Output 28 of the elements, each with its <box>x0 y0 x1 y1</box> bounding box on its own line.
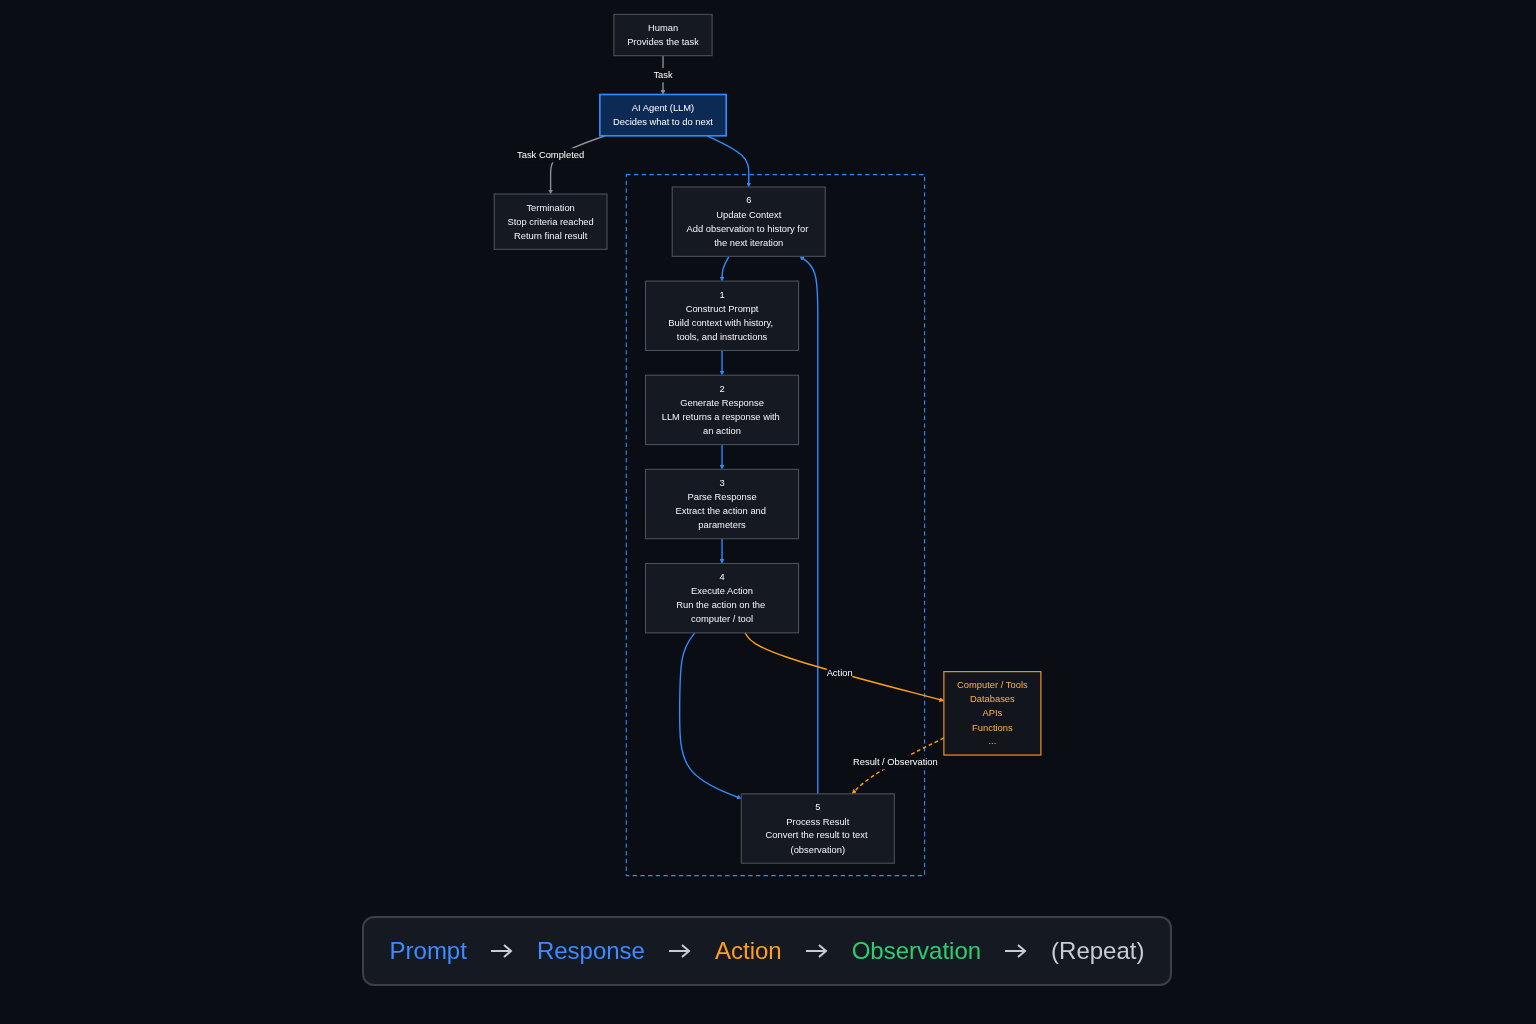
step-word: Observation <box>851 937 982 965</box>
node-box: 6 Update Context Add observation to history for the next iteration <box>672 186 827 257</box>
node-box: AI Agent (LLM) Decides what to do next <box>599 93 728 137</box>
node-box: 3 Parse Response Extract the action and parameters <box>645 468 800 540</box>
step-word: Action <box>714 937 782 965</box>
edge-label: Action <box>827 668 854 679</box>
step-word: Prompt <box>389 937 467 965</box>
arrow <box>744 632 945 702</box>
node-box: 5 Process Result Convert the result to text (observation) <box>741 793 896 864</box>
node-box: 4 Execute Action Run the action on the computer / tool <box>645 562 800 634</box>
node-box: Termination Stop criteria reached Return final result <box>494 193 608 250</box>
arrow <box>720 255 731 282</box>
arrow <box>679 632 742 800</box>
node-box: 1 Construct Prompt Build context with history, tools, and instructions <box>645 280 800 351</box>
node-box: 2 Generate Response LLM returns a response with an action <box>645 374 800 446</box>
arrow <box>720 349 725 376</box>
node-box: Human Provides the task <box>613 13 714 57</box>
edge-label: Task Completed <box>517 149 585 161</box>
step-word: (Repeat) <box>1051 937 1145 965</box>
arrow <box>720 538 725 564</box>
arrow <box>661 55 666 95</box>
arrow <box>720 443 725 470</box>
edge-label: Result / Observation <box>853 756 939 768</box>
arrow <box>799 256 819 795</box>
edge-label: Task <box>653 69 674 81</box>
arrow <box>706 135 752 188</box>
node-box: Computer / Tools Databases APIs Functions ... <box>943 671 1042 756</box>
step-word: Response <box>536 937 645 965</box>
